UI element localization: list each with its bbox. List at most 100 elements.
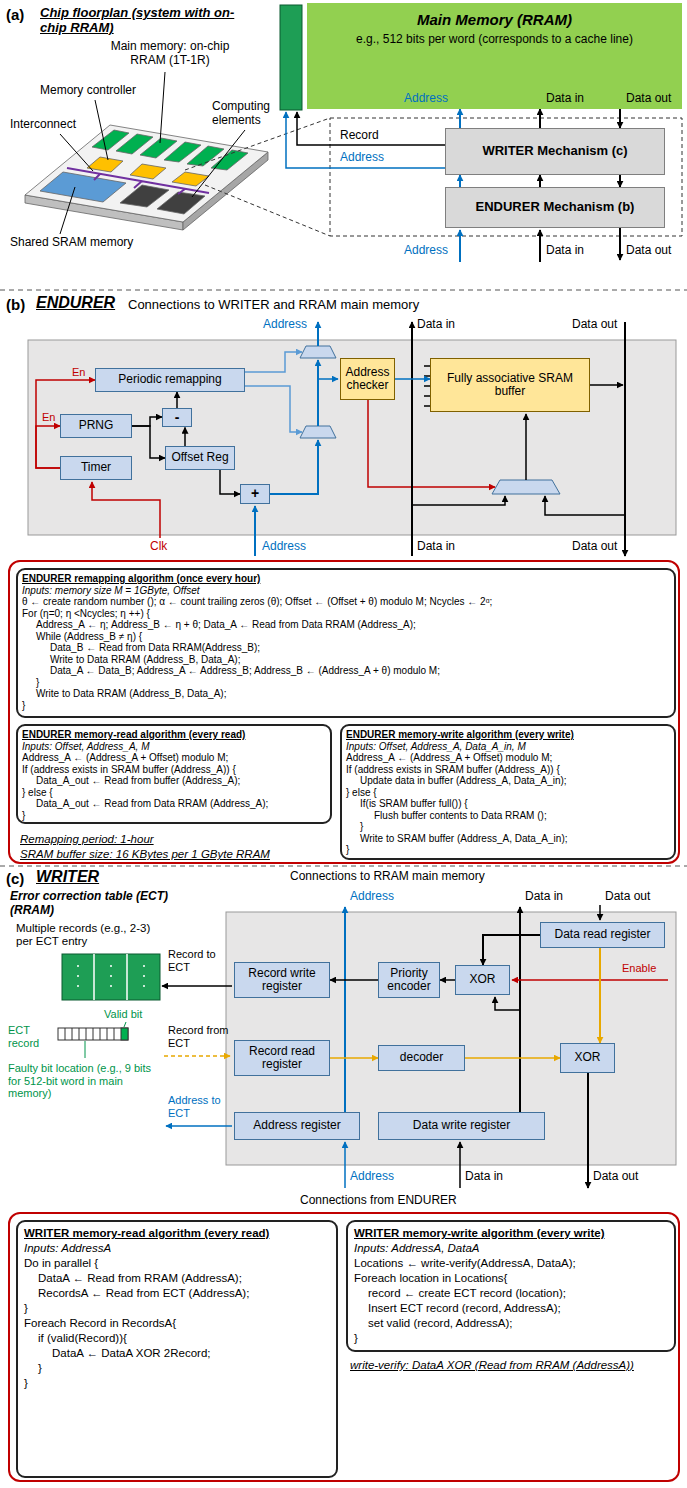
node-text: Address register [253, 1119, 340, 1132]
checker-block: Address checker [340, 358, 395, 400]
connector [176, 392, 178, 408]
label-text: Main memory: on-chip RRAM (1T-1R) [100, 40, 240, 68]
algorithm-box: ENDURER memory-write algorithm (every wr… [340, 724, 676, 860]
operator-box: - [162, 408, 192, 427]
chip-illustration [130, 164, 166, 179]
code-line: } else { [22, 787, 326, 799]
node-text: PRNG [79, 419, 114, 432]
code-line: WRITER memory-read algorithm (every read… [24, 1226, 330, 1241]
wire [254, 506, 256, 556]
node-text: Data write register [413, 1119, 510, 1132]
code-line: } [346, 844, 670, 856]
code-line: Inputs: AddressA [24, 1241, 330, 1256]
node-text: Offset Reg [171, 451, 228, 464]
node-text: Record read register [235, 1045, 329, 1071]
label-text: Data out [572, 318, 617, 332]
mux-symbol [300, 346, 336, 358]
code-line: Insert ECT record (record, AddressA); [354, 1301, 668, 1316]
node-text: XOR [574, 1051, 600, 1064]
code-line: If (address exists in SRAM buffer (Addre… [22, 764, 326, 776]
connector [440, 979, 455, 981]
code-line: } [22, 810, 326, 822]
algorithm-box: WRITER memory-read algorithm (every read… [16, 1220, 338, 1478]
leader-line [192, 130, 245, 197]
node-text: Main Memory (RRAM) [417, 11, 572, 28]
node-text: decoder [400, 1051, 443, 1064]
connector [395, 378, 430, 380]
wire [162, 985, 232, 987]
ect-strip [280, 5, 302, 110]
node-text: - [175, 410, 180, 425]
mechanism-box: WRITER Mechanism (c) [445, 128, 665, 175]
dashed-outline [185, 118, 330, 236]
label-text: Data out [605, 890, 650, 904]
label-text: Record to ECT [168, 948, 230, 973]
code-line: RecordsA ← Read from ECT (AddressA); [24, 1286, 330, 1301]
logic-block: Priority encoder [378, 962, 440, 998]
code-line: } [24, 1301, 330, 1316]
node-text: XOR [469, 973, 495, 986]
wire [368, 400, 495, 487]
wire [164, 1055, 230, 1057]
code-line: Data_A_out ← Read from buffer (Address_A… [22, 775, 326, 787]
label-text: Address [262, 540, 306, 554]
connector [619, 175, 621, 187]
connector [459, 109, 461, 128]
node-text: write-verify: DataA XOR (Read from RRAM … [350, 1358, 670, 1372]
algorithm-panel: write-verify: DataA XOR (Read from RRAM … [8, 1212, 680, 1482]
label-text: Record from ECT [168, 1024, 230, 1049]
label-text: Data in [465, 1170, 503, 1184]
label-text: Data in [546, 92, 584, 106]
hardware-panel [226, 912, 676, 1165]
ect-table [85, 1022, 126, 1058]
register-box: Address register [234, 1112, 360, 1140]
code-line: Data_A_out ← Read from Data RRAM (Addres… [22, 798, 326, 810]
node-text: Timer [81, 461, 111, 474]
node-text: Priority encoder [379, 967, 439, 993]
wire [411, 322, 413, 556]
code-line: } [22, 700, 670, 712]
code-line: DataA ← Read from RRAM (AddressA); [24, 1271, 330, 1286]
code-line: While (Address_B ≠ η) { [22, 631, 670, 643]
label-text: Data in [417, 540, 455, 554]
code-line: Address_A ← (Address_A + Offset) modulo … [22, 752, 326, 764]
code-line: } [22, 677, 670, 689]
code-line: For (η=0; η <Ncycles; η ++) { [22, 608, 670, 620]
code-line: Inputs: Offset, Address_A, Data_A_in, M [346, 741, 670, 753]
node-text: Record write register [235, 967, 329, 993]
ect-table [62, 954, 160, 1000]
wire [539, 230, 541, 262]
label-text: ENDURER [36, 294, 115, 312]
label-text: Record [340, 129, 379, 143]
wire [344, 907, 346, 1112]
wire [459, 230, 461, 262]
connector [132, 417, 162, 426]
code-line: Inputs: memory size M = 1GByte, Offset [22, 585, 670, 597]
label-text: En [72, 366, 85, 379]
code-line: Foreach Record in RecordsA{ [24, 1316, 330, 1331]
wire [317, 322, 319, 346]
connector [459, 175, 461, 187]
label-text: Data in [417, 318, 455, 332]
connector [36, 426, 60, 468]
ect-strip [280, 5, 302, 110]
label-text: Address [350, 1170, 394, 1184]
wire [245, 386, 302, 432]
code-line: Write to Data RRAM (Address_B, Data_A); [22, 654, 670, 666]
label-text: Data out [626, 92, 671, 106]
label-text: Shared SRAM memory [10, 236, 133, 250]
code-line: Address_A ← η; Address_B ← η + θ; Data_A… [22, 619, 670, 631]
code-line: Write to SRAM buffer (Address_A, Data_A_… [346, 833, 670, 845]
label-text: Connections from ENDURER [300, 1194, 457, 1208]
code-line: DataA ← DataA XOR 2Record; [24, 1346, 330, 1361]
algorithm-box: ENDURER memory-read algorithm (every rea… [16, 724, 332, 824]
wire [297, 112, 445, 145]
code-line: set valid (record, AddressA); [354, 1316, 668, 1331]
label-text: Valid bit [104, 1008, 142, 1021]
wire [92, 482, 160, 538]
label-text: Address [350, 890, 394, 904]
chip-illustration [25, 125, 268, 230]
connector [330, 979, 378, 981]
logic-block: decoder [378, 1045, 465, 1071]
wire [495, 997, 520, 1010]
